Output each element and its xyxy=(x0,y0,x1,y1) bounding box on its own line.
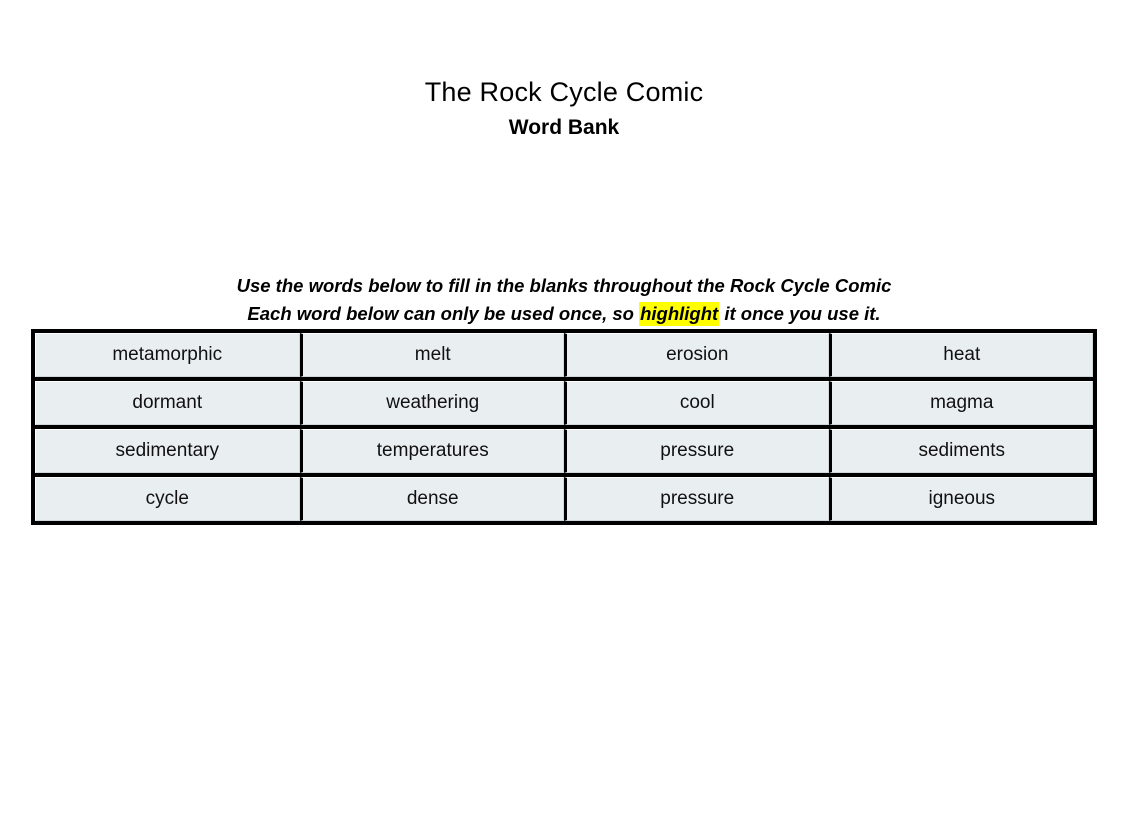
word-bank-cell[interactable]: melt xyxy=(299,333,564,377)
instructions-block: Use the words below to fill in the blank… xyxy=(0,272,1128,328)
word-bank-cell[interactable]: dense xyxy=(299,477,564,521)
word-bank-cell[interactable]: cycle xyxy=(35,477,300,521)
word-bank-cell[interactable]: heat xyxy=(828,333,1093,377)
word-bank-row-divider-cell xyxy=(35,425,1093,429)
word-bank-row-divider xyxy=(35,473,1093,477)
word-bank-cell[interactable]: dormant xyxy=(35,381,300,425)
highlight-word: highlight xyxy=(639,302,720,326)
word-bank-cell[interactable]: igneous xyxy=(828,477,1093,521)
word-bank-cell[interactable]: temperatures xyxy=(299,429,564,473)
instructions-line-1: Use the words below to fill in the blank… xyxy=(236,275,892,296)
word-bank-row-divider xyxy=(35,425,1093,429)
instructions-line-2: Each word below can only be used once, s… xyxy=(0,300,1128,328)
word-bank-row-divider-cell xyxy=(35,377,1093,381)
word-bank-cell[interactable]: sediments xyxy=(828,429,1093,473)
word-bank-cell[interactable]: cool xyxy=(564,381,829,425)
word-bank-row-divider xyxy=(35,377,1093,381)
page-subtitle: Word Bank xyxy=(508,116,620,139)
word-bank-cell[interactable]: erosion xyxy=(564,333,829,377)
instructions-line-2-after: it once you use it. xyxy=(719,303,881,324)
word-bank-cell[interactable]: magma xyxy=(828,381,1093,425)
word-bank-cell[interactable]: weathering xyxy=(299,381,564,425)
word-bank-cell[interactable]: sedimentary xyxy=(35,429,300,473)
word-bank-cell[interactable]: pressure xyxy=(564,429,829,473)
word-bank-cell[interactable]: pressure xyxy=(564,477,829,521)
word-bank-row-divider-cell xyxy=(35,473,1093,477)
page-title: The Rock Cycle Comic xyxy=(424,77,704,107)
instructions-line-2-before: Each word below can only be used once, s… xyxy=(247,303,640,324)
word-bank-cell[interactable]: metamorphic xyxy=(35,333,300,377)
